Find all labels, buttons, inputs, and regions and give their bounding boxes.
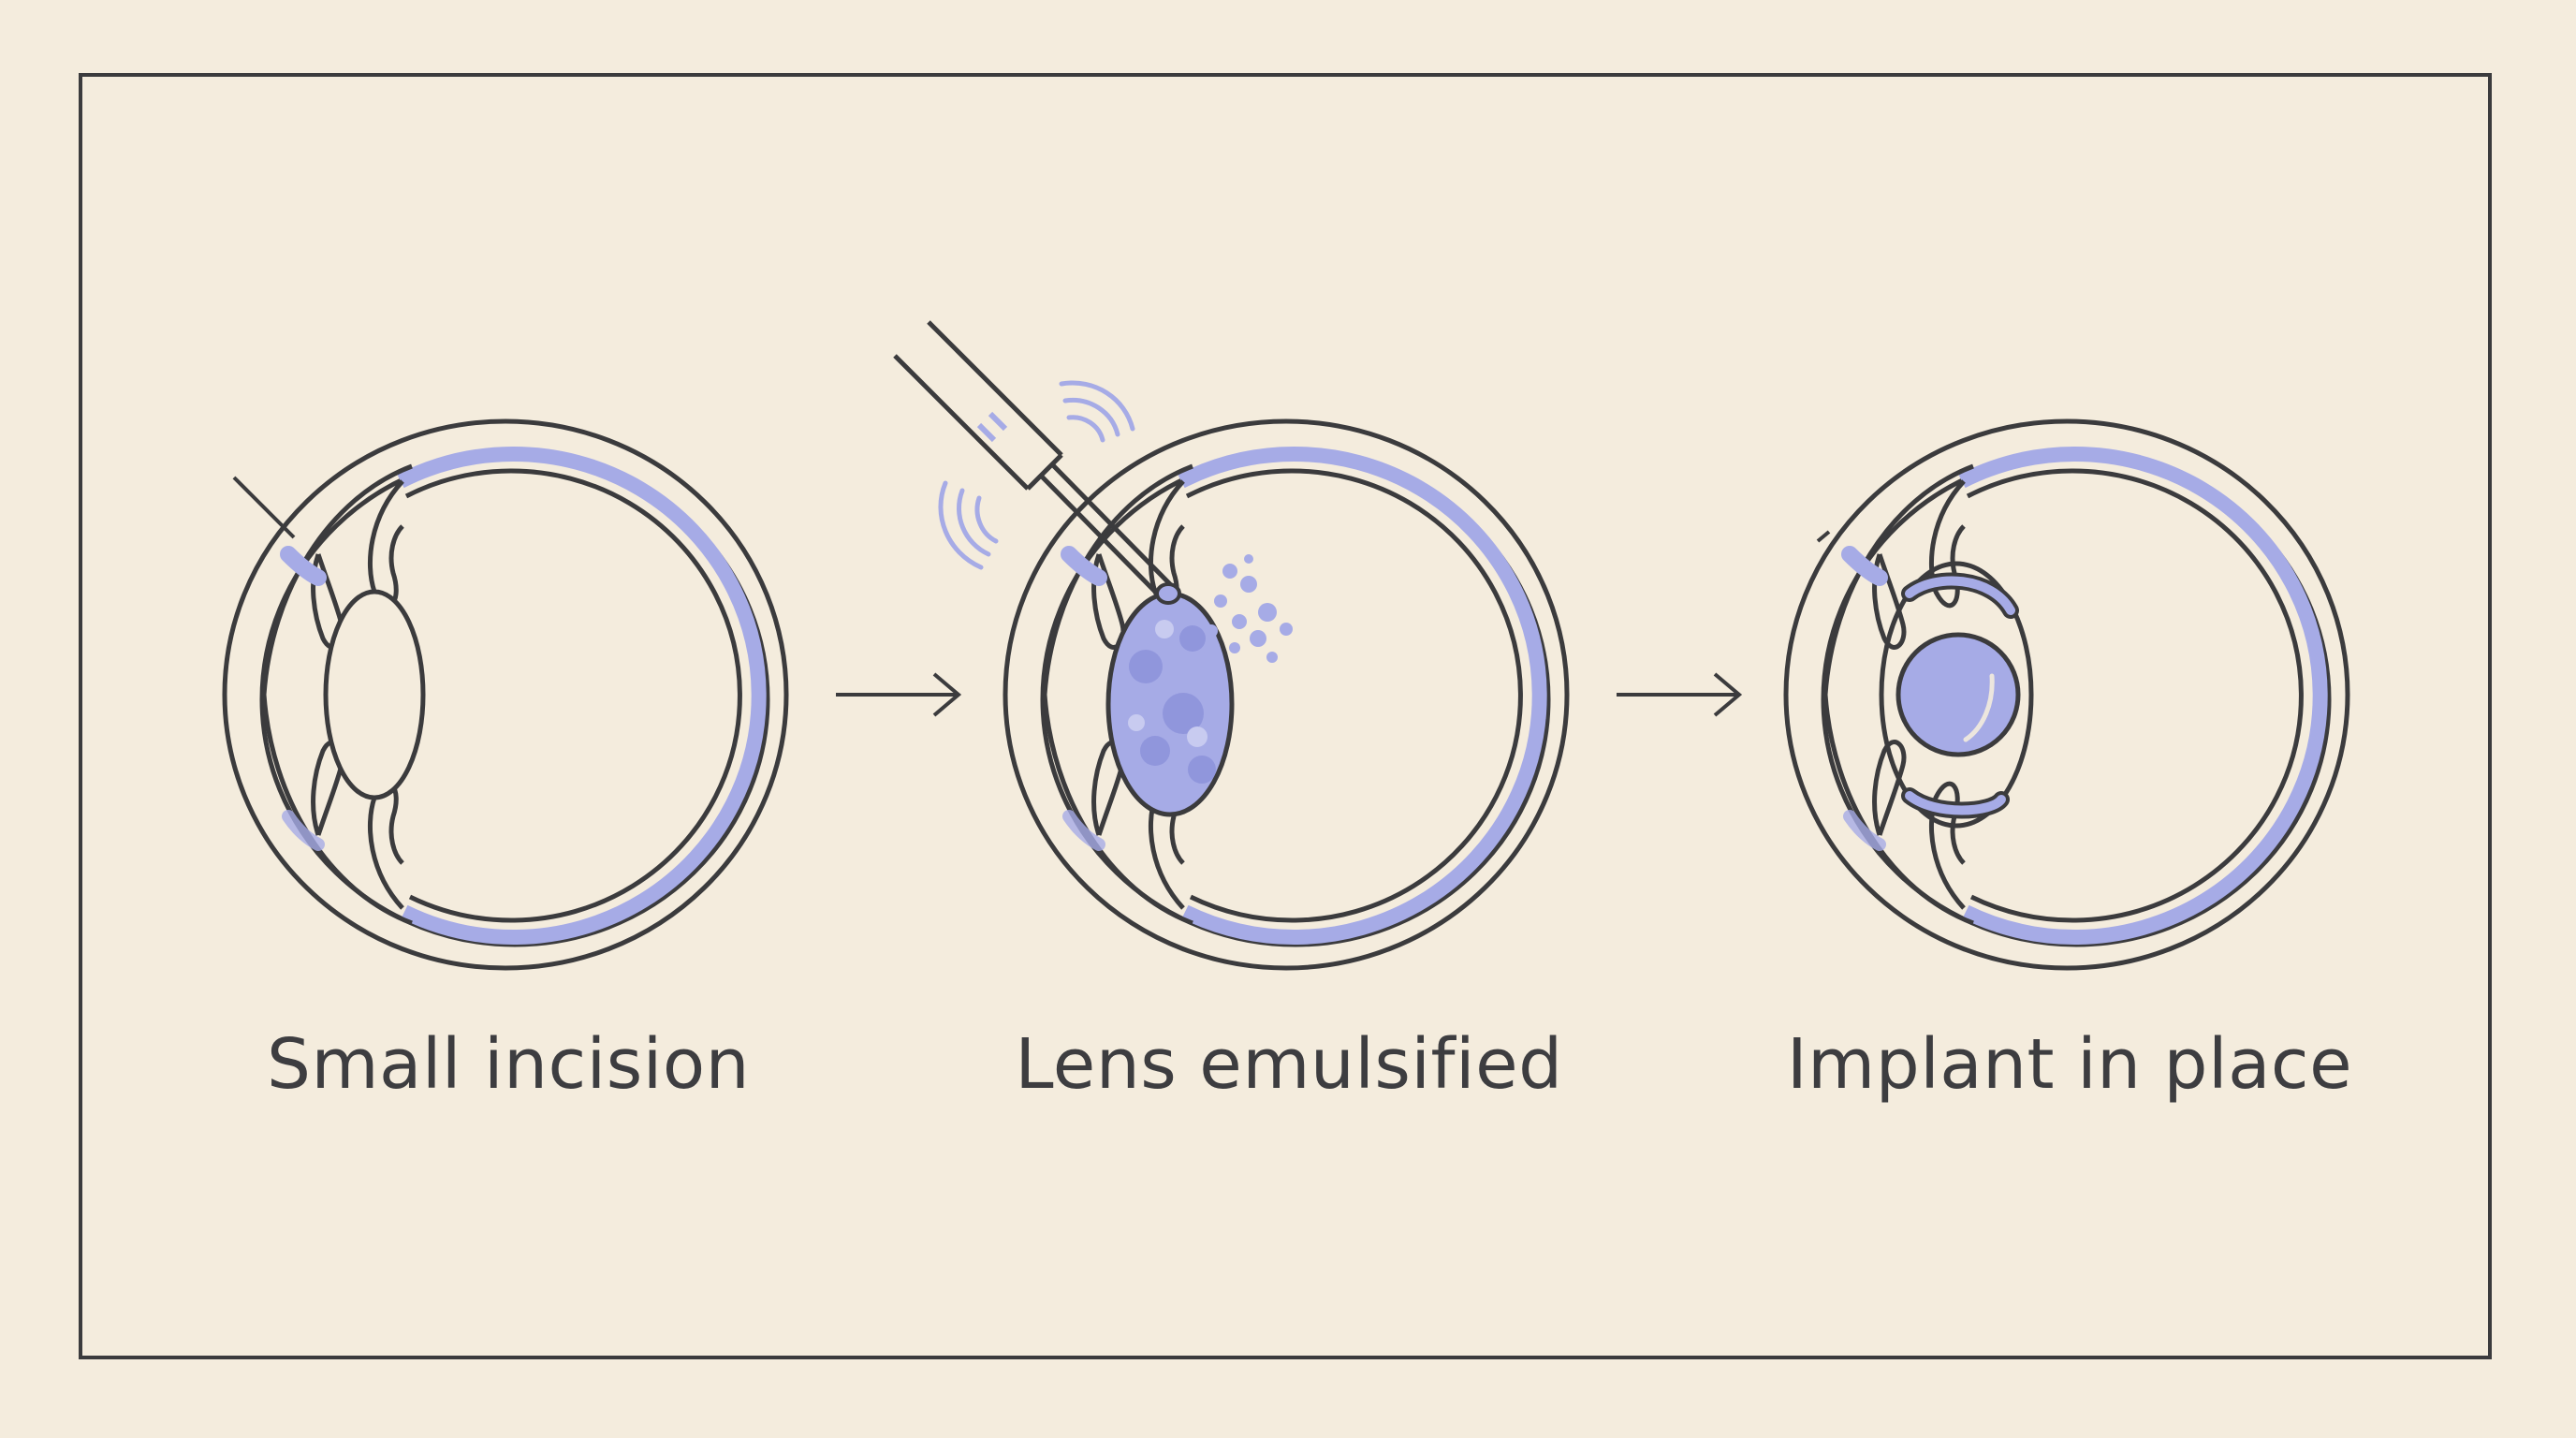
- intraocular-lens: [1895, 632, 2021, 757]
- eye-emulsification-icon: [893, 320, 1567, 968]
- step-caption-lens-emulsified: Lens emulsified: [1015, 1024, 1563, 1105]
- arrow-right-icon: [836, 672, 962, 717]
- ultrasound-waves-icon: [938, 380, 1135, 570]
- lens-fragments: [1196, 554, 1293, 663]
- incision-line: [232, 476, 296, 539]
- step-caption-small-incision: Small incision: [266, 1024, 751, 1105]
- capsular-bag: [1879, 561, 2034, 829]
- diagram-frame: [79, 73, 2492, 1359]
- step-caption-implant-in-place: Implant in place: [1786, 1024, 2353, 1105]
- phaco-probe-icon: [893, 320, 1181, 605]
- eye-implant-icon: [1786, 421, 2348, 968]
- natural-lens: [323, 589, 426, 800]
- arrow-right-icon: [1617, 672, 1743, 717]
- eye-incision-icon: [225, 421, 786, 968]
